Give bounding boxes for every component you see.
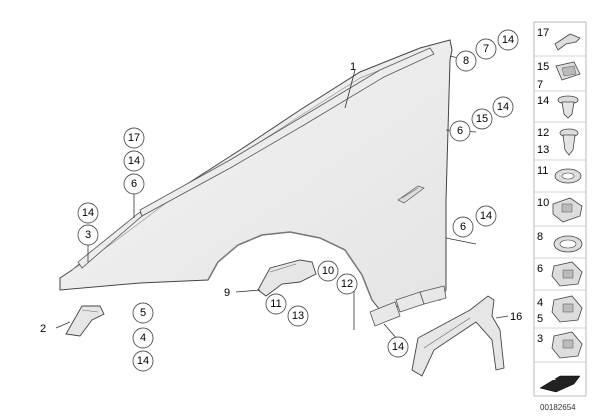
panel-num-3: 3 [537,333,543,345]
svg-text:14: 14 [82,207,94,219]
svg-text:6: 6 [460,221,466,233]
callout-14-left[interactable]: 14 [77,202,99,224]
small-bracket [65,305,105,337]
callout-6-upper[interactable]: 6 [123,173,145,195]
callout-5[interactable]: 5 [132,302,154,324]
svg-text:14: 14 [392,341,404,353]
callout-7[interactable]: 7 [475,38,497,60]
clip-nut-3-icon [551,331,583,359]
direction-arrow-icon [539,375,581,393]
expanding-rivet-12-icon [559,128,579,156]
svg-text:14: 14 [137,355,149,367]
grommet-8-icon [553,235,583,253]
front-fender [59,39,453,311]
panel-num-11: 11 [537,165,548,177]
callout-8[interactable]: 8 [455,50,477,72]
callout-14-mid-right[interactable]: 14 [492,96,514,118]
svg-text:10: 10 [322,265,334,277]
svg-text:13: 13 [292,310,304,322]
grommet-11-icon [554,168,582,184]
support-brace [411,295,505,377]
svg-text:17: 17 [128,132,140,144]
svg-text:6: 6 [131,178,137,190]
callout-6-lower[interactable]: 6 [452,216,474,238]
panel-num-13: 13 [537,144,549,156]
panel-num-14: 14 [537,95,549,107]
svg-text:12: 12 [341,278,353,290]
svg-text:14: 14 [480,210,492,222]
callout-10[interactable]: 10 [317,260,339,282]
callout-15[interactable]: 15 [471,108,493,130]
svg-text:14: 14 [502,34,514,46]
svg-text:15: 15 [476,113,488,125]
svg-text:3: 3 [85,229,91,241]
clip-nut-4-icon [551,295,583,323]
fender-rear-brackets [369,285,447,327]
panel-num-7: 7 [537,79,543,91]
svg-text:11: 11 [270,298,281,310]
callout-14-lower-right[interactable]: 14 [475,205,497,227]
callout-13[interactable]: 13 [287,305,309,327]
svg-text:6: 6 [457,125,463,137]
callout-11[interactable]: 11 [265,293,287,315]
svg-text:4: 4 [140,332,146,344]
push-rivet-14-icon [557,95,579,119]
callout-14-top-right[interactable]: 14 [497,29,519,51]
fender-flange [77,47,435,269]
panel-num-4: 4 [537,297,543,309]
panel-num-8: 8 [537,231,543,243]
callout-14-upper[interactable]: 14 [123,150,145,172]
clip-15-icon [555,61,581,81]
panel-num-5: 5 [537,313,543,325]
clip-17-icon [554,33,581,51]
callout-6-mid[interactable]: 6 [449,120,471,142]
part-label-2: 2 [40,323,46,335]
nut-clip-10-icon [552,197,583,223]
document-number: 00182654 [540,403,576,412]
panel-num-17: 17 [537,27,549,39]
part-label-1: 1 [350,61,356,73]
panel-num-6: 6 [537,263,543,275]
callout-14-bottom-left[interactable]: 14 [132,350,154,372]
svg-text:5: 5 [140,307,146,319]
part-label-9: 9 [224,287,230,299]
callout-14-bottom[interactable]: 14 [387,336,409,358]
callout-4[interactable]: 4 [132,327,154,349]
callout-3-left[interactable]: 3 [77,224,99,246]
callout-12[interactable]: 12 [336,273,358,295]
callout-17-upper[interactable]: 17 [123,127,145,149]
panel-num-15: 15 [537,61,549,73]
svg-text:7: 7 [483,43,489,55]
wheel-arch-bracket [257,259,317,297]
panel-num-10: 10 [537,197,549,209]
svg-text:8: 8 [463,55,469,67]
panel-num-12: 12 [537,127,549,139]
svg-text:14: 14 [497,101,509,113]
svg-text:14: 14 [128,155,140,167]
clip-nut-6-icon [551,261,583,287]
part-label-16: 16 [510,311,522,323]
